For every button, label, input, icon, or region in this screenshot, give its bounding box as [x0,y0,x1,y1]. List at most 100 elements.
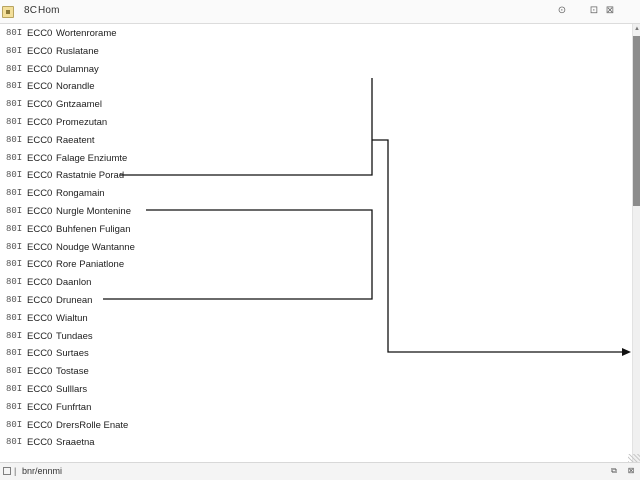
row-code: ECC0 [27,366,53,378]
row-name: DrersRolle Enate [56,419,129,431]
status-bar: | bnr/ennmi ⧉ ⊠ [0,462,640,480]
row-code: ECC0 [27,170,53,182]
row-name: Tostase [56,366,89,378]
row-code: ECC0 [27,348,53,360]
help-button[interactable]: ⊙ [557,5,567,16]
resize-grip[interactable] [628,454,640,462]
row-number: 80I [6,81,23,92]
row-name: Rore Paniatlone [56,259,125,271]
row-number: 80I [6,312,23,323]
vertical-scrollbar[interactable]: ▲ [632,24,640,462]
row-number: 80I [6,99,23,110]
status-separator: | [14,466,17,476]
row-name: Raeatent [56,134,95,146]
row-name: Ruslatane [56,45,99,57]
row-code: ECC0 [27,384,53,395]
row-name: Sulllars [56,384,88,395]
row-code: ECC0 [27,312,53,324]
row-code: ECC0 [27,277,53,289]
scrollbar-thumb[interactable] [633,36,640,206]
status-text: bnr/ennmi [22,466,63,476]
row-name: Funfrtan [56,401,92,413]
row-name: Sraaetna [56,437,95,449]
row-number: 80I [6,259,23,270]
row-number: 80I [6,63,23,74]
row-number: 80I [6,152,23,163]
row-name: Drunean [56,295,93,306]
row-code: ECC0 [27,401,53,413]
row-number: 80I [6,241,23,252]
row-name: Rastatnie Porad [56,170,125,182]
row-name: Dulamnay [56,63,99,75]
window-title: Hom [38,5,60,16]
row-number: 80I [6,170,23,181]
restore-icon[interactable]: ⧉ [611,466,617,475]
row-name: Wialtun [56,312,88,324]
row-code: ECC0 [27,81,53,93]
row-code: ECC0 [27,330,53,342]
row-number: 80I [6,295,23,305]
row-code: ECC0 [27,152,53,164]
row-number: 80I [6,419,23,430]
row-name: Norandle [56,81,95,93]
scroll-up-arrow-icon[interactable]: ▲ [634,26,640,32]
row-code: ECC0 [27,99,53,111]
row-number: 80I [6,330,23,341]
row-name: Tundaes [56,330,93,342]
row-name: Daanlon [56,277,92,289]
status-close-icon[interactable]: ⊠ [627,466,635,475]
row-name: Nurgle Montenine [56,206,131,217]
row-name: Wortenrorame [56,28,117,39]
row-name: Buhfenen Fuligan [56,223,131,235]
row-code: ECC0 [27,45,53,57]
row-number: 80I [6,206,23,216]
row-number: 80I [6,134,23,145]
row-number: 80I [6,384,23,394]
status-square-icon [3,467,11,475]
close-button[interactable]: ⊠ [605,5,615,16]
row-code: ECC0 [27,259,53,271]
app-icon [2,6,14,18]
row-number: 80I [6,348,23,359]
row-number: 80I [6,401,23,412]
row-name: Falage Enziumte [56,152,128,164]
maximize-button[interactable]: ⊡ [589,5,599,16]
row-code: ECC0 [27,63,53,75]
row-number: 80I [6,188,23,199]
row-name: Surtaes [56,348,89,360]
row-number: 80I [6,223,23,234]
title-bar: 8C Hom ⊙ ⊡ ⊠ [0,0,640,24]
row-number: 80I [6,437,23,448]
row-code: ECC0 [27,419,53,431]
row-number: 80I [6,117,23,127]
row-number: 80I [6,277,23,288]
row-name: Rongamain [56,188,105,200]
row-code: ECC0 [27,295,53,306]
row-number: 80I [6,28,23,38]
